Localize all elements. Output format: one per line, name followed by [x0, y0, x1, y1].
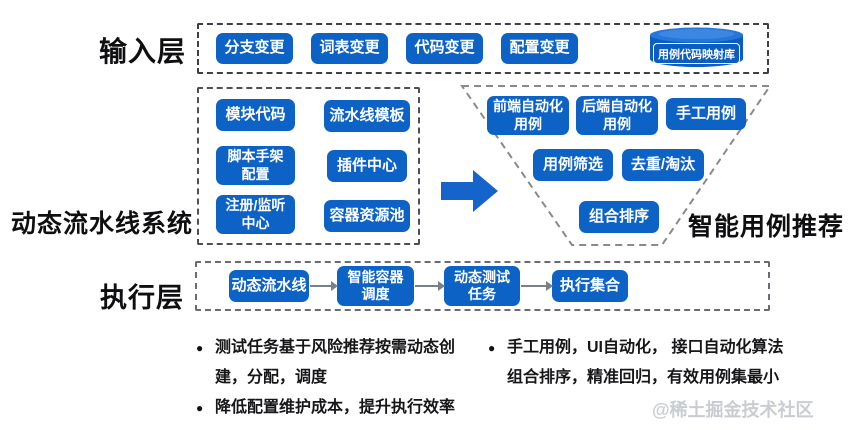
node-dedupe-eliminate: 去重/淘汰 — [622, 149, 704, 181]
database-label: 用例代码映射库 — [653, 43, 740, 64]
watermark: @稀土掘金技术社区 — [652, 400, 814, 420]
node-module-code: 模块代码 — [216, 99, 295, 131]
case-code-mapping-db: 用例代码映射库 — [648, 26, 745, 69]
node-manual-cases: 手工用例 — [666, 98, 746, 130]
input-layer-label: 输入层 — [99, 36, 187, 67]
node-config-change: 配置变更 — [501, 33, 578, 64]
notes-right: ● 手工用例，UI自动化， 接口自动化算法组合排序，精准回归，有效用例集最小 — [488, 333, 804, 393]
note-item: ● 降低配置维护成本，提升执行效率 — [196, 393, 488, 423]
notes-left: ● 测试任务基于风险推荐按需动态创建，分配，调度 ● 降低配置维护成本，提升执行… — [196, 333, 488, 423]
input-layer-box — [197, 23, 769, 74]
node-smart-container-scheduling: 智能容器 调度 — [337, 266, 414, 306]
node-pipeline-template: 流水线模板 — [324, 100, 410, 132]
node-case-filter: 用例筛选 — [533, 149, 613, 181]
note-text: 降低配置维护成本，提升执行效率 — [215, 399, 456, 416]
node-dynamic-pipeline: 动态流水线 — [229, 270, 309, 302]
pipeline-system-box — [197, 87, 420, 245]
note-text: 手工用例，UI自动化， 接口自动化算法组合排序，精准回归，有效用例集最小 — [507, 339, 784, 386]
connector-arrow-icon — [521, 281, 553, 291]
node-vocab-change: 词表变更 — [311, 33, 388, 64]
note-text: 测试任务基于风险推荐按需动态创建，分配，调度 — [215, 339, 456, 386]
node-plugin-center: 插件中心 — [327, 150, 407, 182]
smart-recommendation-label: 智能用例推荐 — [688, 213, 845, 241]
node-combination-ranking: 组合排序 — [579, 201, 659, 233]
note-item: ● 手工用例，UI自动化， 接口自动化算法组合排序，精准回归，有效用例集最小 — [488, 333, 804, 393]
execution-layer-box — [195, 261, 770, 311]
node-branch-change: 分支变更 — [216, 33, 293, 64]
bullet-icon: ● — [196, 341, 204, 355]
node-code-change: 代码变更 — [406, 33, 483, 64]
bullet-icon: ● — [488, 341, 496, 355]
bullet-icon: ● — [196, 401, 204, 415]
node-container-resource-pool: 容器资源池 — [324, 200, 410, 232]
node-script-scaffold-config: 脚本手架 配置 — [216, 146, 295, 185]
node-register-listen-center: 注册/监听 中心 — [216, 195, 295, 234]
funnel-outline — [460, 85, 772, 246]
node-frontend-auto-cases: 前端自动化 用例 — [487, 96, 569, 135]
pipeline-system-label: 动态流水线系统 — [11, 210, 194, 238]
node-execution-set: 执行集合 — [552, 270, 628, 302]
execution-layer-label: 执行层 — [100, 283, 184, 313]
connector-arrow-icon — [415, 281, 445, 291]
node-dynamic-test-task: 动态测试 任务 — [444, 266, 520, 306]
note-item: ● 测试任务基于风险推荐按需动态创建，分配，调度 — [196, 333, 488, 393]
node-backend-auto-cases: 后端自动化 用例 — [576, 96, 658, 135]
connector-arrow-icon — [310, 281, 338, 291]
flow-arrow-icon — [441, 170, 498, 212]
